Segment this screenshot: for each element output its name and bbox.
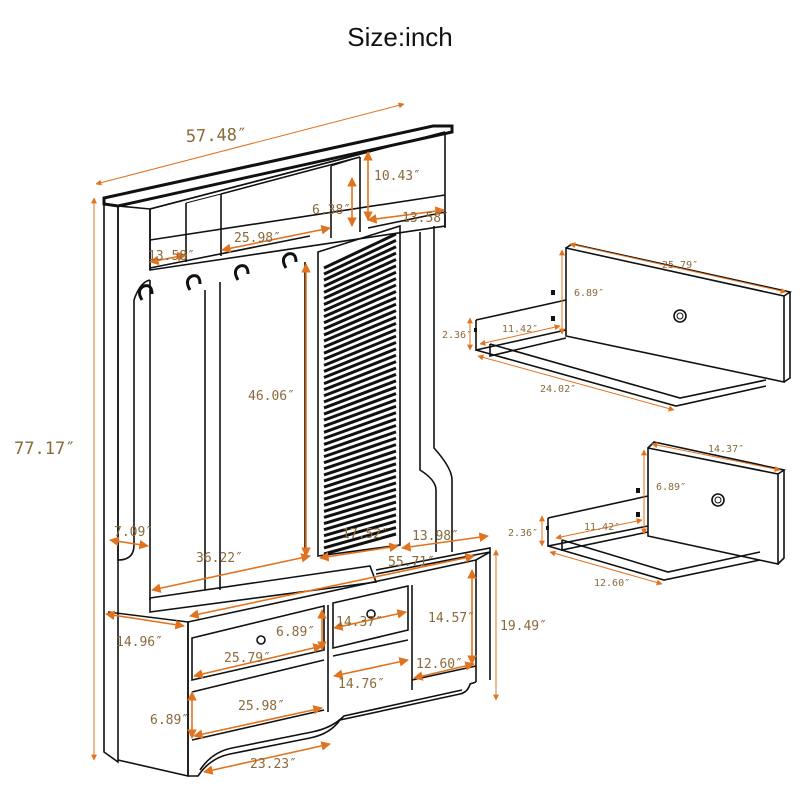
top-crown-board (102, 124, 454, 208)
small-drawer-holes (546, 488, 640, 530)
slat (323, 341, 397, 373)
cabinet-height-label: 19.49″ (500, 619, 547, 634)
small-drawer-front-width-label: 14.37″ (708, 444, 744, 455)
top-right-depth-label: 13.58″ (402, 211, 449, 226)
slat (323, 251, 397, 288)
page-title: Size:inch (347, 22, 453, 52)
slat (323, 270, 397, 306)
large-drawer-dimensions: 25.79″ 6.89″ 2.36″ 11.42″ 24.02″ (442, 242, 787, 412)
slat (323, 487, 397, 513)
slat (323, 232, 397, 270)
right-cubby-width-label: 12.60″ (416, 657, 463, 672)
overall-height-label: 77.17″ (14, 439, 75, 459)
slat (323, 366, 397, 398)
small-drawer-width-label: 14.37″ (336, 615, 383, 630)
small-drawer-side-height-label: 2.36″ (508, 528, 538, 539)
main-unit-dimensions: 57.48″ 77.17″ 10.43″ 6.38″ 13.58″ 13.58″… (14, 102, 547, 775)
large-drawer-holes (474, 290, 555, 332)
slat (323, 443, 397, 471)
overall-width-label: 57.48″ (185, 125, 247, 147)
slat (323, 392, 397, 422)
slat (323, 353, 397, 386)
slat (323, 468, 397, 495)
hanging-height-label: 46.06″ (248, 389, 295, 404)
slat (323, 264, 397, 300)
cabinet-width-label: 55.71″ (388, 555, 435, 570)
left-side-panel (103, 204, 119, 764)
large-drawer-bottom-width-label: 24.02″ (540, 384, 576, 395)
slat (323, 258, 397, 294)
slat (323, 398, 397, 428)
top-center-width-label: 25.98″ (234, 231, 281, 246)
small-drawer-front-height-label: 6.89″ (656, 482, 686, 493)
slat (323, 321, 397, 355)
large-drawer-depth-label: 11.42″ (502, 324, 538, 335)
slat (323, 328, 397, 361)
base-width-label: 23.23″ (250, 757, 297, 772)
slat (323, 424, 397, 452)
slat (323, 481, 397, 507)
slat (323, 455, 397, 483)
slat (323, 239, 397, 276)
slat (323, 290, 397, 325)
slat (323, 507, 397, 532)
right-side-panel (433, 226, 453, 552)
coat-hooks (137, 252, 298, 301)
large-drawer-front-height-label: 6.89″ (574, 288, 604, 299)
slat (323, 417, 397, 446)
slatted-panel-slats (323, 232, 397, 556)
lower-shelf-height-label: 6.89″ (150, 713, 189, 728)
slat (323, 309, 397, 343)
slat (323, 519, 397, 544)
lower-cubby-width-label: 14.76″ (338, 677, 385, 692)
small-drawer-dimensions: 14.37″ 6.89″ 2.36″ 11.42″ 12.60″ (508, 442, 781, 589)
slat (323, 302, 397, 337)
panel-width-label: 17.52″ (342, 527, 389, 542)
small-drawer-handle-hole (711, 493, 725, 507)
large-drawer-handle-hole (673, 309, 687, 323)
bench-width-label: 36.22″ (196, 551, 243, 566)
top-cubby-height-label: 10.43″ (374, 169, 421, 184)
bench-depth-label: 13.98″ (412, 529, 459, 544)
small-drawer-bottom-width-label: 12.60″ (594, 578, 630, 589)
slat (323, 379, 397, 410)
slat (323, 360, 397, 392)
drawer-height-label: 6.89″ (276, 625, 315, 640)
small-drawer-depth-label: 11.42″ (584, 522, 620, 533)
overall-width-dimension-line (95, 102, 405, 186)
top-left-depth-label: 13.58″ (148, 249, 195, 264)
top-center-height-label: 6.38″ (312, 203, 351, 218)
slat (323, 373, 397, 404)
slat (323, 500, 397, 526)
slatted-panel (317, 224, 401, 557)
slat (323, 385, 397, 416)
slat (323, 475, 397, 501)
slat (323, 283, 397, 319)
slat (323, 245, 397, 282)
slat (323, 449, 397, 477)
right-cubby-height-label: 14.57″ (428, 611, 475, 626)
slat (323, 436, 397, 465)
drawer-width-label: 25.79″ (224, 651, 271, 666)
slat (323, 277, 397, 312)
slat (323, 494, 397, 519)
slat (323, 513, 397, 538)
cabinet-depth-label: 14.96″ (116, 635, 163, 650)
large-drawer-front-width-label: 25.79″ (662, 260, 698, 271)
slat (323, 430, 397, 459)
large-drawer-side-height-label: 2.36″ (442, 330, 472, 341)
small-drawer-drawing (546, 441, 787, 581)
slat (323, 334, 397, 367)
lower-shelf-width-label: 25.98″ (238, 699, 285, 714)
slat (323, 411, 397, 440)
slat (323, 404, 397, 434)
side-width-label: 7.09″ (114, 525, 153, 540)
slat (323, 315, 397, 349)
large-drawer-knob (256, 635, 266, 645)
slat (323, 462, 397, 489)
slat (323, 347, 397, 379)
slat (323, 296, 397, 331)
